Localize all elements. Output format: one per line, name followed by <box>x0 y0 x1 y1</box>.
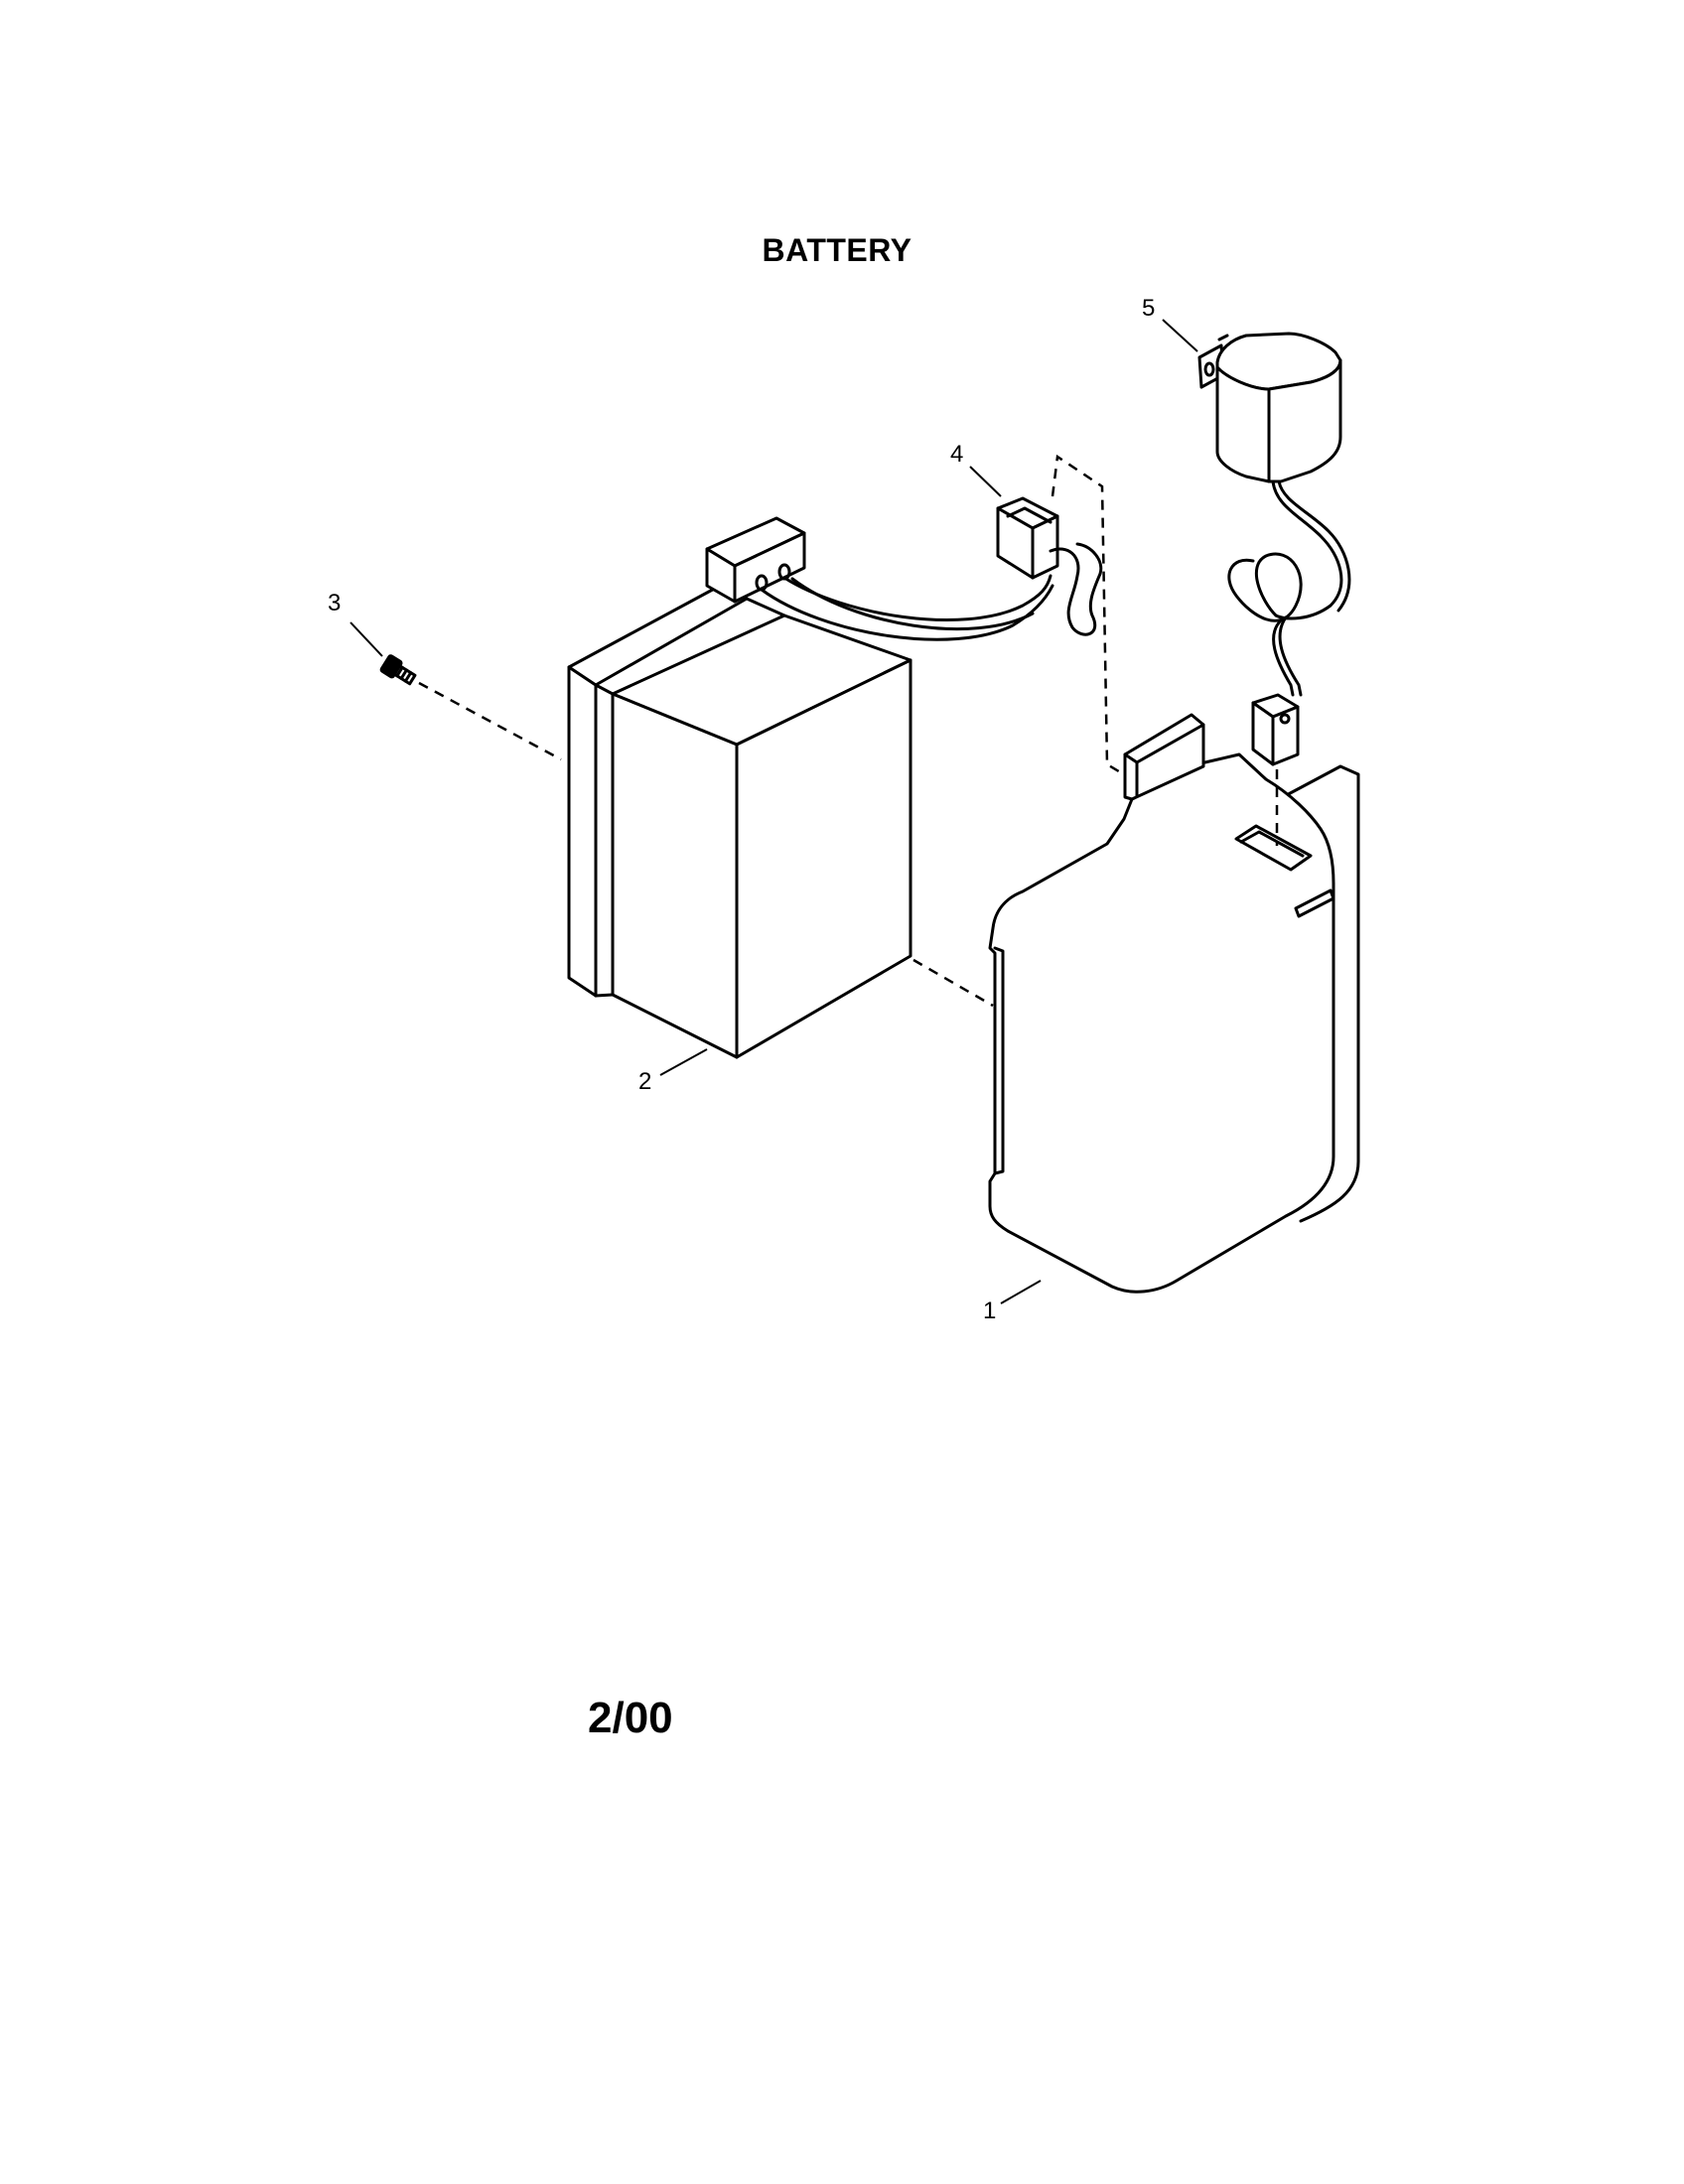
part-screw: 3 <box>328 590 562 761</box>
part-connector-harness: 4 <box>760 441 1133 781</box>
callout-2: 2 <box>638 1068 651 1095</box>
part-charger: 5 <box>1142 295 1351 766</box>
page-title: BATTERY <box>0 232 1684 269</box>
part-housing-cover: 1 <box>983 713 1360 1324</box>
date-code: 2/00 <box>588 1694 673 1742</box>
callout-4: 4 <box>950 441 963 468</box>
callout-3: 3 <box>328 590 341 616</box>
page-title-text: BATTERY <box>762 232 912 268</box>
callout-1: 1 <box>983 1297 996 1324</box>
callout-5: 5 <box>1142 295 1155 322</box>
part-battery: 2 <box>567 516 994 1095</box>
